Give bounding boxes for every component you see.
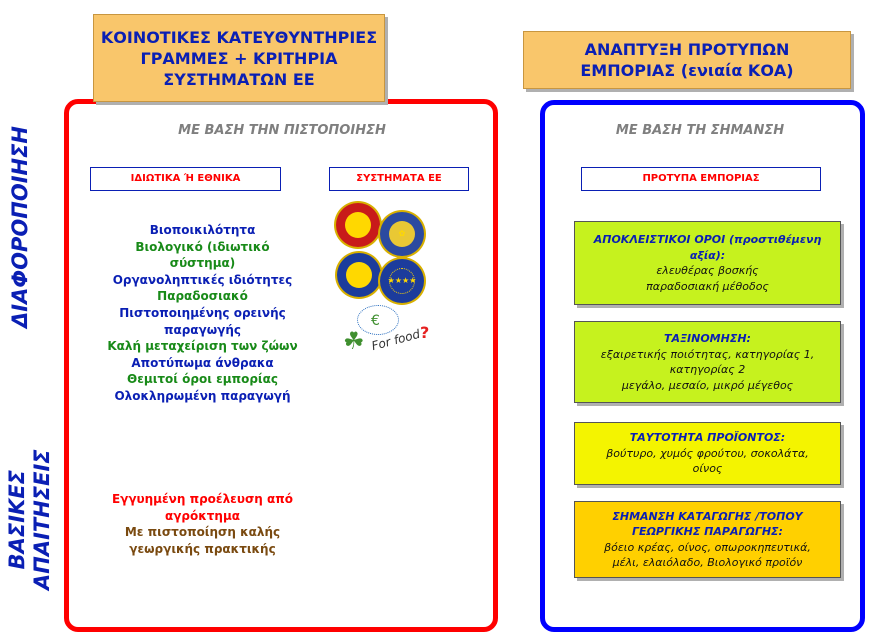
box-line: κατηγορίας 2: [669, 363, 746, 376]
list-item: Βιοποικιλότητα: [149, 223, 256, 237]
side-label-basic-requirements: ΒΑΣΙΚΕΣ ΑΠΑΙΤΗΣΕΙΣ: [5, 449, 55, 590]
header-left-line3: ΣΥΣΤΗΜΑΤΩΝ ΕΕ: [163, 69, 315, 89]
header-left-line2: ΓΡΑΜΜΕΣ + ΚΡΙΤΗΡΙΑ: [140, 48, 338, 68]
header-right-line2: ΕΜΠΟΡΙΑΣ (ενιαία ΚΟΑ): [580, 61, 794, 80]
box-line: μεγάλο, μεσαίο, μικρό μέγεθος: [621, 378, 794, 392]
side-label-differentiation: ΔΙΑΦΟΡΟΠΟΙΗΣΗ: [8, 125, 32, 328]
list-item: σύστημα): [169, 256, 236, 271]
stars-ring-icon: [357, 305, 399, 335]
header-left-line1: ΚΟΙΝΟΤΙΚΕΣ ΚΑΤΕΥΘΥΝΤΗΡΙΕΣ: [100, 27, 378, 47]
tag-eu-systems: ΣΥΣΤΗΜΑΤΑ ΕΕ: [329, 167, 469, 191]
list-item: Πιστοποιημένης ορεινής: [119, 305, 286, 320]
list-item: Οργανοληπτικές ιδιότητες: [112, 272, 293, 287]
question-mark: ?: [420, 323, 430, 342]
box-heading: αξία):: [689, 248, 726, 262]
organic-seal-icon: ✿: [380, 212, 424, 256]
list-item: Βιολογικό (ιδιωτικό: [135, 239, 270, 254]
box-line: βούτυρο, χυμός φρούτου, σοκολάτα,: [606, 446, 809, 460]
box-heading: ΑΠΟΚΛΕΙΣΤΙΚΟΙ ΟΡΟΙ (προστιθέμενη: [593, 233, 822, 246]
pgi-seal-icon: ★ ★ ★: [337, 253, 381, 297]
list-item: Ολοκληρωμένη παραγωγή: [114, 388, 291, 403]
header-left: ΚΟΙΝΟΤΙΚΕΣ ΚΑΤΕΥΘΥΝΤΗΡΙΕΣ ΓΡΑΜΜΕΣ + ΚΡΙΤ…: [93, 14, 385, 102]
list-item: Με πιστοποίηση καλής: [124, 525, 281, 540]
list-item: Εγγυημένη προέλευση από: [111, 492, 294, 506]
box-line: παραδοσιακή μέθοδος: [646, 279, 769, 293]
box-heading: ΓΕΩΡΓΙΚΗΣ ΠΑΡΑΓΩΓΗΣ:: [632, 525, 783, 538]
box-line: βόειο κρέας, οίνος, οπωροκηπευτικά,: [604, 540, 811, 554]
header-right-line1: ΑΝΑΠΤΥΞΗ ΠΡΟΤΥΠΩΝ: [584, 40, 790, 59]
tag-trade-standards: ΠΡΟΤΥΠΑ ΕΜΠΟΡΙΑΣ: [581, 167, 821, 191]
box-product-identity: ΤΑΥΤΟΤΗΤΑ ΠΡΟΪΟΝΤΟΣ: βούτυρο, χυμός φρού…: [574, 422, 841, 485]
euro-icon: €: [371, 313, 380, 329]
list-item: γεωργικής πρακτικής: [129, 541, 276, 556]
header-right: ΑΝΑΠΤΥΞΗ ΠΡΟΤΥΠΩΝ ΕΜΠΟΡΙΑΣ (ενιαία ΚΟΑ): [523, 31, 851, 89]
list-item: Θεμιτοί όροι εμπορίας: [127, 372, 278, 387]
box-exclusive-terms: ΑΠΟΚΛΕΙΣΤΙΚΟΙ ΟΡΟΙ (προστιθέμενη αξία): …: [574, 221, 841, 305]
box-line: εξαιρετικής ποιότητας, κατηγορίας 1,: [600, 347, 815, 361]
list-item: αγρόκτημα: [164, 508, 241, 523]
box-line: ελευθέρας βοσκής: [656, 264, 759, 277]
private-schemes-list: Βιοποικιλότητα Βιολογικό (ιδιωτικό σύστη…: [90, 222, 315, 405]
list-item: Παραδοσιακό: [157, 289, 248, 304]
pdo-seal-icon: ★ ★ ★: [336, 203, 380, 247]
side-label-basic-line2: ΑΠΑΙΤΗΣΕΙΣ: [30, 449, 54, 590]
for-food-logo: € ☘ For food ?: [343, 303, 463, 373]
basis-labelling: ΜΕ ΒΑΣΗ ΤΗ ΣΗΜΑΝΣΗ: [615, 123, 785, 138]
plant-icon: ☘: [343, 327, 365, 355]
basic-requirements-list: Εγγυημένη προέλευση από αγρόκτημα Με πισ…: [90, 491, 315, 557]
box-line: οίνος: [692, 462, 723, 476]
box-line: μέλι, ελαιόλαδο, Βιολογικό προϊόν: [612, 556, 803, 569]
list-item: παραγωγής: [163, 322, 241, 337]
box-origin-labelling: ΣΗΜΑΝΣΗ ΚΑΤΑΓΩΓΗΣ /ΤΟΠΟΥ ΓΕΩΡΓΙΚΗΣ ΠΑΡΑΓ…: [574, 501, 841, 578]
box-heading: ΣΗΜΑΝΣΗ ΚΑΤΑΓΩΓΗΣ /ΤΟΠΟΥ: [612, 509, 803, 523]
basis-certification: ΜΕ ΒΑΣΗ ΤΗΝ ΠΙΣΤΟΠΟΙΗΣΗ: [178, 123, 386, 138]
list-item: Αποτύπωμα άνθρακα: [131, 355, 274, 370]
box-heading: ΤΑΞΙΝΟΜΗΣΗ:: [664, 332, 751, 345]
box-heading: ΤΑΥΤΟΤΗΤΑ ΠΡΟΪΟΝΤΟΣ:: [629, 431, 786, 445]
tag-private-national: ΙΔΙΩΤΙΚΑ Ή ΕΘΝΙΚΑ: [90, 167, 281, 191]
list-item: Καλή μεταχείριση των ζώων: [107, 339, 298, 354]
eu-organic-seal-icon: ★★★★: [380, 259, 424, 303]
box-classification: ΤΑΞΙΝΟΜΗΣΗ: εξαιρετικής ποιότητας, κατηγ…: [574, 321, 841, 403]
side-label-basic-line1: ΒΑΣΙΚΕΣ: [5, 469, 29, 570]
